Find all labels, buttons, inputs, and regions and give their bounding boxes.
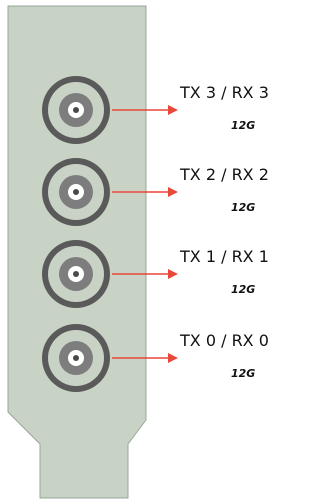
port-label-tx0-rx0: TX 0 / RX 0 [180, 331, 269, 350]
port-speed-tx1: 12G [231, 283, 256, 296]
port-label-tx1-rx1: TX 1 / RX 1 [180, 247, 269, 266]
connector-pin [73, 189, 79, 195]
bnc-connector-3 [42, 324, 110, 392]
port-speed-tx3: 12G [231, 119, 256, 132]
port-label-tx2-rx2: TX 2 / RX 2 [180, 165, 269, 184]
bnc-connector-1 [42, 158, 110, 226]
connector-pin [73, 271, 79, 277]
port-speed-tx0: 12G [231, 367, 256, 380]
bnc-connector-0 [42, 76, 110, 144]
arrow-head-0 [168, 105, 178, 115]
arrow-head-3 [168, 353, 178, 363]
port-label-tx3-rx3: TX 3 / RX 3 [180, 83, 269, 102]
port-speed-tx2: 12G [231, 201, 256, 214]
arrow-head-1 [168, 187, 178, 197]
bnc-connector-2 [42, 240, 110, 308]
arrow-head-2 [168, 269, 178, 279]
connector-pin [73, 355, 79, 361]
connector-pin [73, 107, 79, 113]
